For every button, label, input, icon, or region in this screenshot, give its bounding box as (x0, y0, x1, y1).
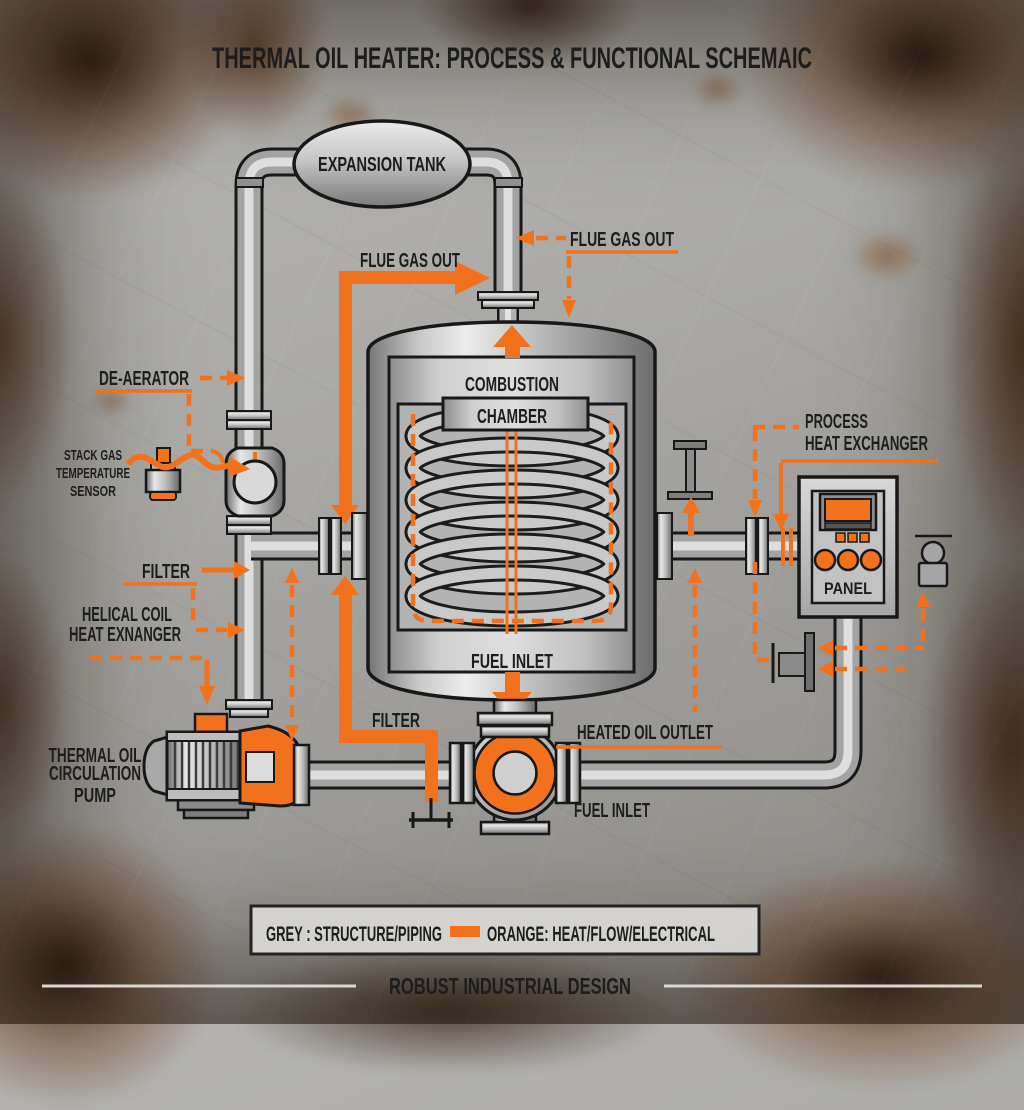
label-stack-sensor-3: SENSOR (70, 483, 116, 500)
footer: ROBUST INDUSTRIAL DESIGN (42, 973, 982, 999)
heat-path-dashed (410, 414, 614, 624)
page-title: THERMAL OIL HEATER: PROCESS & FUNCTIONAL… (212, 42, 812, 75)
label-filter-lower: FILTER (372, 710, 420, 732)
expansion-tank: EXPANSION TANK (292, 119, 472, 209)
label-heated-oil-outlet: HEATED OIL OUTLET (577, 722, 713, 744)
drain-valve-icon (409, 798, 453, 828)
label-stack-sensor-1: STACK GAS (64, 447, 122, 464)
label-process-hx-2: HEAT EXCHANGER (805, 433, 928, 455)
legend-orange-label: ORANGE: HEAT/FLOW/ELECTRICAL (487, 923, 715, 946)
label-de-aerator: DE-AERATOR (99, 368, 189, 390)
label-helical-2: HEAT EXNANGER (69, 624, 181, 646)
label-pump-1: THERMAL OIL (49, 745, 142, 767)
motor-end-cap (142, 735, 170, 797)
relief-valve-icon (667, 440, 713, 500)
de-aerator-unit (224, 446, 286, 518)
label-fuel-inlet-pipe: FUEL INLET (574, 800, 650, 822)
panel-button (836, 548, 860, 572)
outlet-valve-icon (771, 632, 815, 692)
motor-fins (173, 741, 240, 791)
label-combustion-2: CHAMBER (477, 406, 547, 428)
label-pump-2: CIRCULATION (49, 763, 141, 785)
label-stack-sensor-2: TEMPERATURE (56, 465, 130, 482)
weld-ring (235, 177, 264, 188)
label-flue-gas-out-right: FLUE GAS OUT (570, 229, 674, 251)
label-helical-1: HELICAL COIL (82, 604, 172, 626)
cross-fitting (448, 698, 582, 836)
flue-gas-flow-line (331, 261, 490, 828)
panel-button (859, 548, 883, 572)
label-filter-upper: FILTER (142, 561, 190, 583)
schematic-diagram: COMBUSTION CHAMBER FUEL INLET EXPANSION … (42, 42, 982, 999)
orange-ring (475, 733, 555, 813)
indicator-square (835, 532, 846, 543)
heat-up-arrow (493, 325, 531, 347)
indicator-square (847, 532, 858, 543)
heater-vessel: COMBUSTION CHAMBER FUEL INLET (366, 320, 657, 715)
label-panel: PANEL (824, 579, 872, 598)
label-process-hx-1: PROCESS (805, 411, 868, 433)
control-panel: PANEL (797, 475, 899, 619)
legend: GREY : STRUCTURE/PIPING ORANGE: HEAT/FLO… (249, 904, 761, 956)
operator-icon (915, 534, 952, 588)
label-expansion-tank: EXPANSION TANK (318, 154, 446, 176)
helical-coil-icon (404, 404, 620, 628)
panel-button (813, 548, 837, 572)
stack-gas-sensor-icon (144, 447, 182, 501)
flow-annotations (90, 230, 938, 749)
chamber-label-tab (441, 396, 590, 432)
label-flue-gas-out-left: FLUE GAS OUT (360, 250, 460, 272)
circulation-pump-icon (142, 712, 311, 820)
labels: FLUE GAS OUT FLUE GAS OUT DE-AERATOR STA… (49, 229, 929, 822)
legend-orange-swatch (450, 926, 480, 937)
indicator-square (859, 532, 870, 543)
label-combustion-1: COMBUSTION (465, 374, 559, 396)
label-fuel-inlet-vessel: FUEL INLET (471, 651, 553, 673)
weld-ring (494, 177, 523, 188)
flanges (225, 291, 769, 718)
footer-text: ROBUST INDUSTRIAL DESIGN (389, 973, 631, 999)
label-pump-3: PUMP (74, 785, 116, 807)
legend-grey-label: GREY : STRUCTURE/PIPING (266, 923, 442, 946)
panel-screen (824, 498, 872, 522)
